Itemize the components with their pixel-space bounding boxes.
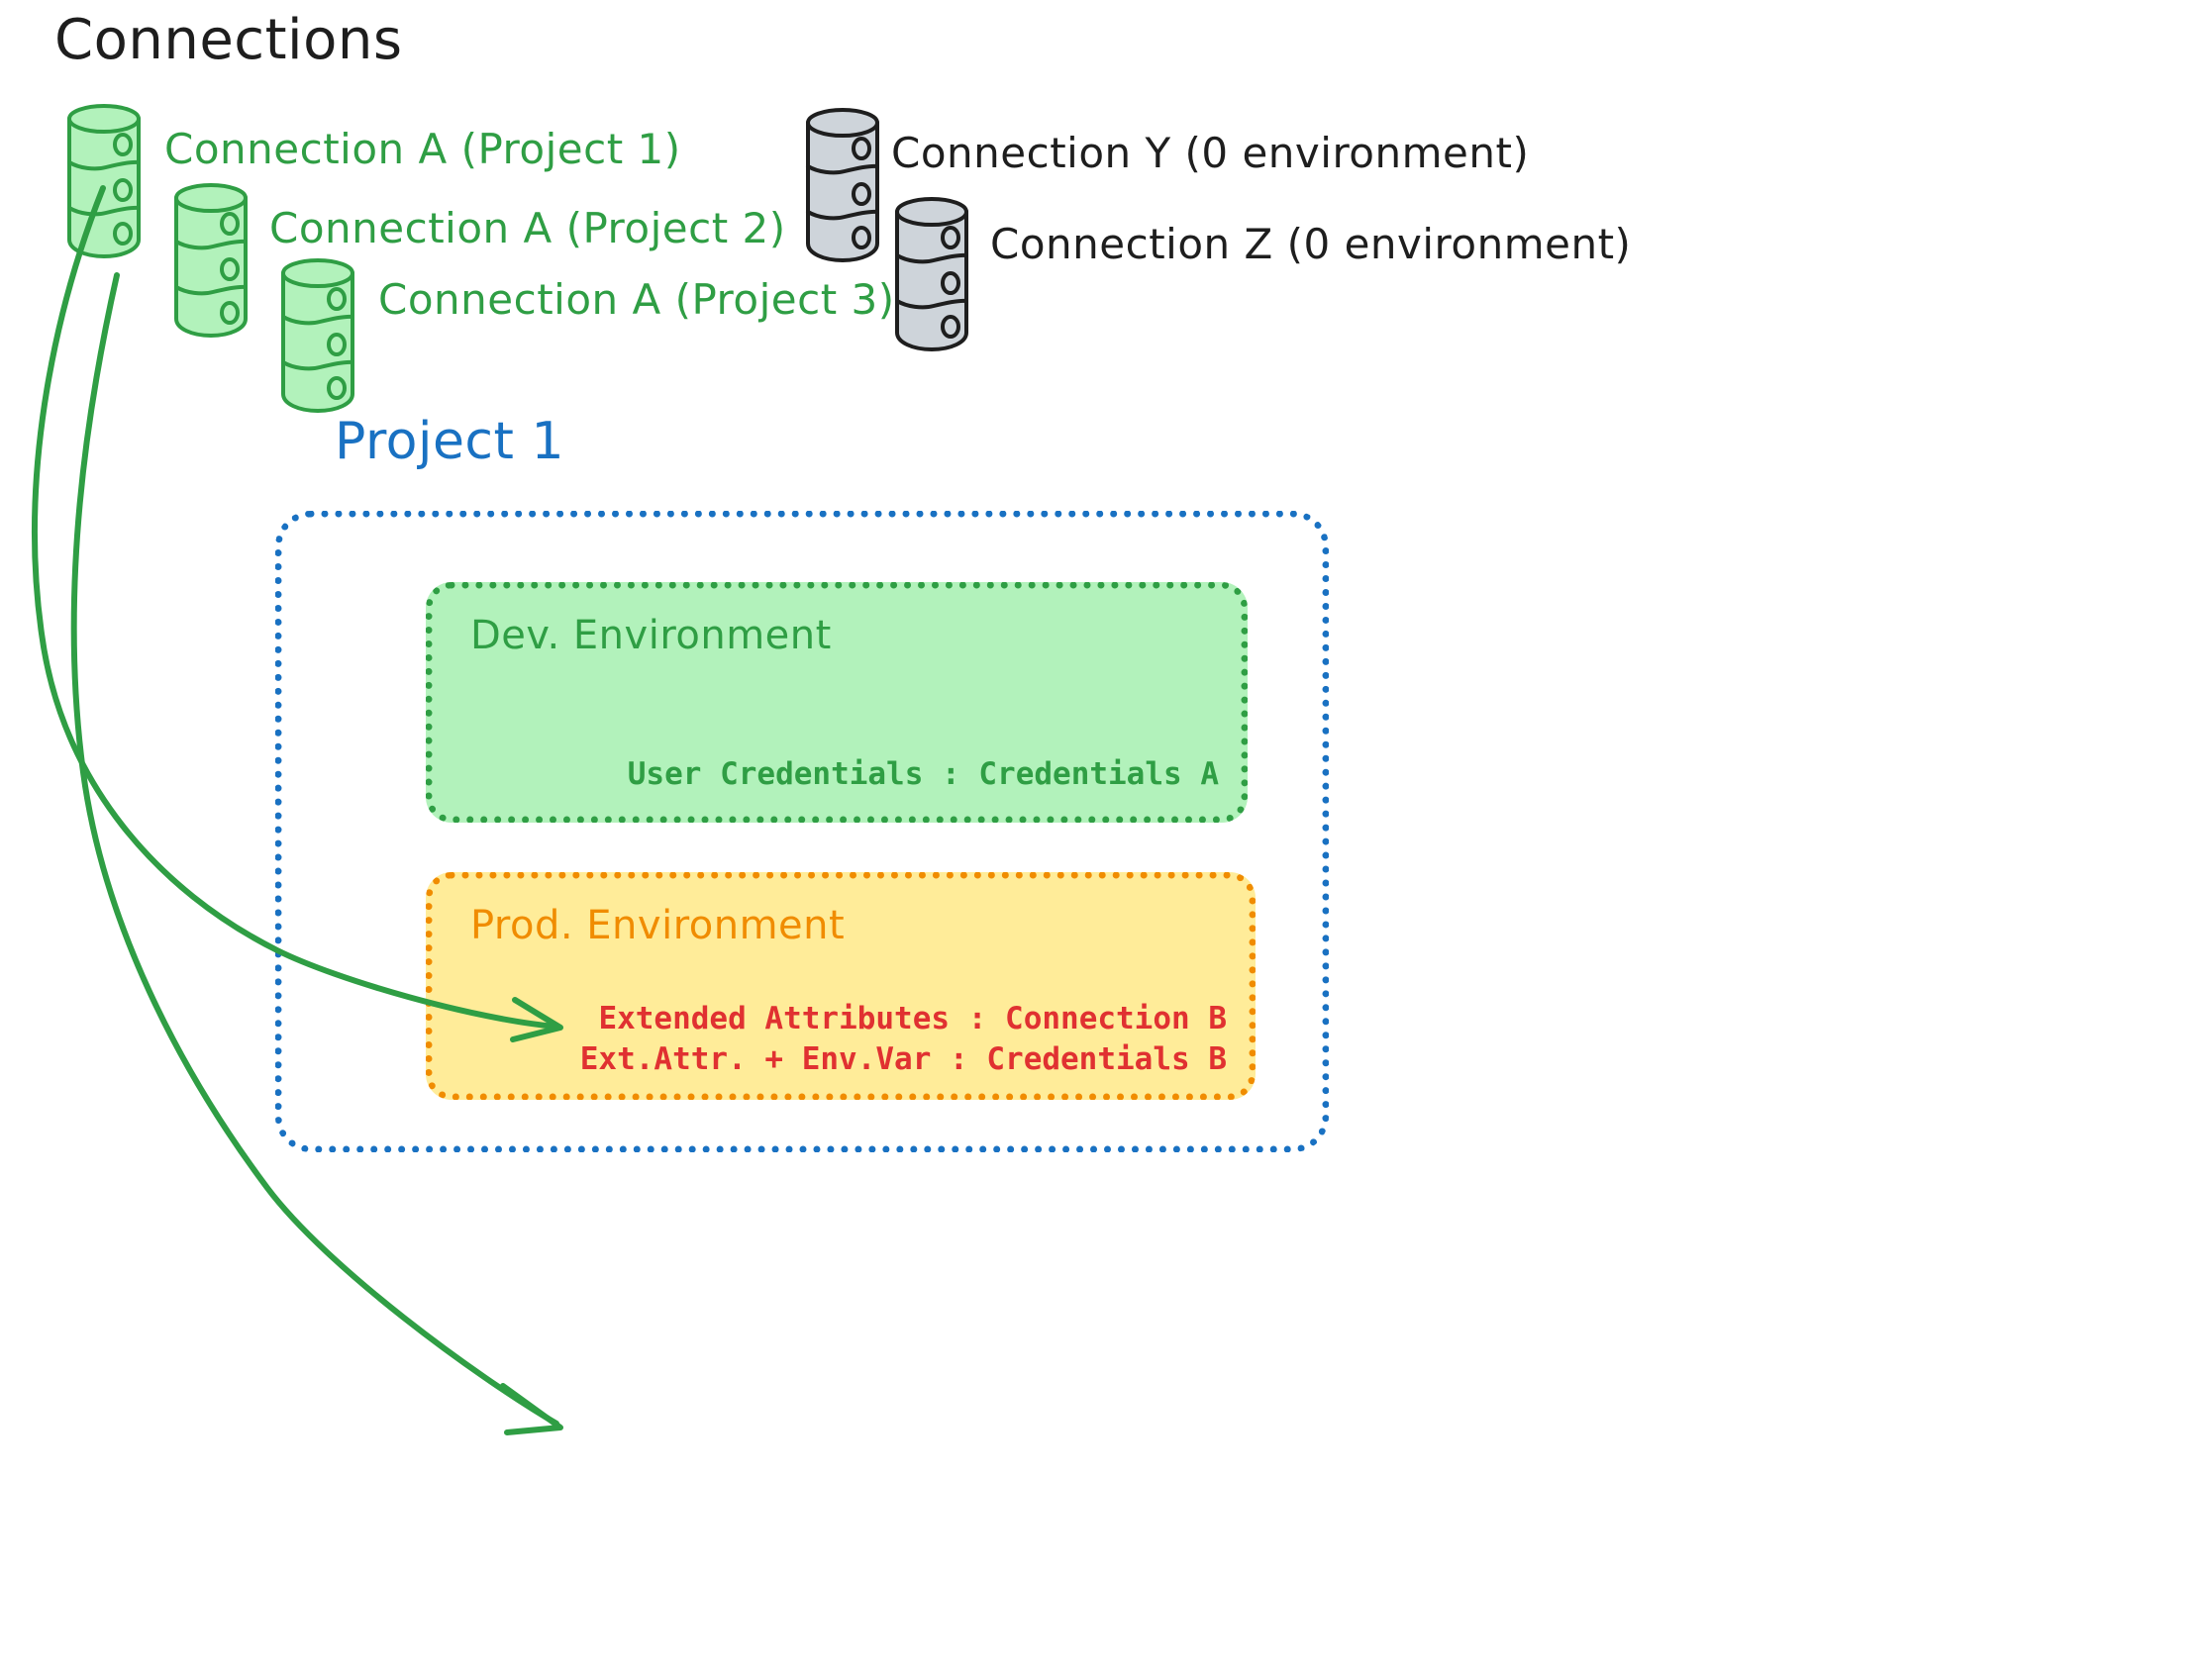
- dev-environment-line-user-credentials: User Credentials : Credentials A: [627, 755, 1219, 792]
- connections-title: Connections: [54, 8, 403, 72]
- database-cylinder-icon-connection-y: [806, 108, 879, 262]
- dev-environment-title: Dev. Environment: [470, 613, 832, 658]
- prod-environment-lines: Extended Attributes : Connection B Ext.A…: [580, 999, 1227, 1079]
- connection-label-y: Connection Y (0 environment): [891, 129, 1530, 177]
- dev-environment-box: Dev. Environment User Credentials : Cred…: [426, 582, 1248, 823]
- database-cylinder-icon-connection-a-project-3: [281, 258, 354, 413]
- connection-label-z: Connection Z (0 environment): [990, 220, 1632, 268]
- prod-environment-title: Prod. Environment: [470, 903, 846, 948]
- database-cylinder-icon-connection-z: [895, 197, 968, 351]
- connection-label-a-project-2: Connection A (Project 2): [269, 204, 786, 252]
- dev-environment-lines: User Credentials : Credentials A: [628, 754, 1219, 794]
- database-cylinder-icon-connection-a-project-2: [174, 183, 248, 338]
- project-title: Project 1: [335, 412, 565, 471]
- database-cylinder-icon-connection-a-project-1: [67, 104, 141, 258]
- prod-environment-box: Prod. Environment Extended Attributes : …: [426, 872, 1256, 1100]
- connection-label-a-project-1: Connection A (Project 1): [164, 125, 681, 173]
- prod-environment-line-ext-attr-env-var: Ext.Attr. + Env.Var : Credentials B: [579, 1040, 1227, 1077]
- connection-label-a-project-3: Connection A (Project 3): [378, 275, 895, 324]
- prod-environment-line-extended-attributes: Extended Attributes : Connection B: [598, 1001, 1227, 1037]
